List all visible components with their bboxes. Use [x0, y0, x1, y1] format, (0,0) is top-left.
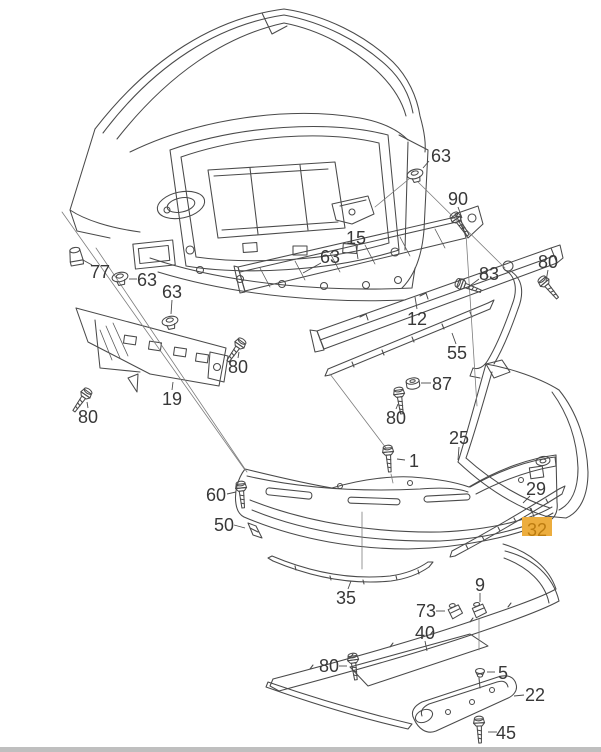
highlighted-callout-background: [522, 517, 552, 536]
callout-leader-line: [237, 351, 240, 359]
callout-leader-line: [422, 160, 430, 169]
part-callout: 80: [78, 407, 98, 427]
part-callout: 60: [206, 485, 226, 505]
fasteners: [67, 166, 563, 744]
part-callout-highlighted: 32: [527, 520, 547, 540]
part-callout: 5: [498, 663, 508, 683]
part-callout: 9: [475, 575, 485, 595]
nut-87-icon: [405, 376, 421, 391]
trim-strip-upper: [324, 299, 495, 377]
screw-80-right-icon: [535, 273, 563, 303]
part-callout: 80: [386, 408, 406, 428]
clip-50: [247, 522, 263, 539]
molding-strip-35: [267, 555, 434, 585]
callout-leader-line: [424, 640, 428, 652]
part-callout: 63: [320, 247, 340, 267]
lower-beam: [309, 244, 564, 353]
callout-leader-line: [233, 524, 246, 529]
part-callout: 80: [228, 357, 248, 377]
callout-leader-line: [226, 491, 237, 495]
part-callout: 63: [162, 282, 182, 302]
callout-leader-line: [396, 458, 406, 461]
part-callout: 25: [449, 428, 469, 448]
callout-leader-line: [82, 259, 93, 266]
image-bottom-edge: [0, 747, 601, 752]
part-callout: 35: [336, 588, 356, 608]
part-callout: 63: [137, 270, 157, 290]
screw-60-icon: [234, 480, 250, 509]
part-callout: 15: [346, 228, 366, 248]
callout-leader-line: [457, 206, 463, 219]
part-callout: 45: [496, 723, 516, 743]
bumper-cover-25: [457, 359, 589, 519]
callout-leader-line: [355, 245, 359, 260]
side-bracket: [75, 307, 229, 393]
clip-73-icon: [446, 601, 464, 620]
construction-lines: [61, 178, 506, 651]
callout-leader-line: [170, 299, 173, 315]
part-callout: 90: [448, 189, 468, 209]
callout-leader-line: [86, 401, 89, 409]
callout-leader-line: [414, 296, 418, 310]
clip-9-icon: [470, 600, 488, 619]
part-callout: 19: [162, 389, 182, 409]
callout-leader-line: [522, 495, 531, 504]
grommet-63-top-icon: [405, 166, 426, 185]
grommet-63-mid-icon: [160, 314, 181, 332]
part-callout: 73: [416, 601, 436, 621]
part-callout: 12: [407, 309, 427, 329]
callout-leader-line: [513, 694, 525, 697]
part-callout: 1: [409, 451, 419, 471]
part-callout: 77: [90, 262, 110, 282]
skid-plate: [411, 675, 517, 733]
callout-leader-line: [470, 278, 480, 286]
callout-leader-line: [395, 403, 399, 410]
part-callout: 29: [526, 479, 546, 499]
part-callout: 40: [415, 623, 435, 643]
callout-leader-line: [302, 262, 322, 274]
lower-spoiler: [265, 543, 560, 730]
car-rear-body: [69, 8, 429, 302]
molding-strip-29-32: [449, 485, 566, 558]
screw-45-icon: [472, 715, 487, 744]
bumper-cover-main: [235, 454, 558, 550]
part-callout: 83: [479, 264, 499, 284]
grommet-5-icon: [474, 667, 486, 678]
callout-leader-line: [347, 580, 352, 590]
part-callout: 50: [214, 515, 234, 535]
part-callout: 87: [432, 374, 452, 394]
plug-77-icon: [67, 245, 85, 267]
callout-leader-line: [451, 332, 457, 345]
callout-leader-line: [545, 269, 549, 282]
callout-leader-line: [171, 381, 174, 391]
part-callout: 63: [431, 146, 451, 166]
part-callout: 80: [319, 656, 339, 676]
part-callout: 55: [447, 343, 467, 363]
callout-leader-line: [457, 446, 460, 461]
part-callout: 22: [525, 685, 545, 705]
screw-1-icon: [381, 444, 396, 473]
part-callout: 80: [538, 252, 558, 272]
